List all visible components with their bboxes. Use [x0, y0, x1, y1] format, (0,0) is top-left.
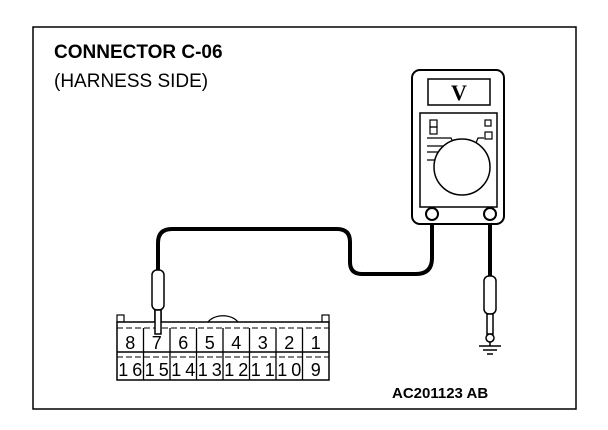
figure-code: AC201123 AB [392, 385, 488, 402]
probe-tip-in-pin-7 [154, 309, 162, 335]
probe-right [483, 275, 497, 343]
pin-4: 4 [231, 333, 241, 353]
meter-display [427, 78, 491, 106]
pin-5: 5 [205, 333, 215, 353]
v-jack [483, 207, 497, 221]
test-lead-wire [156, 218, 434, 276]
pin-9: 9 [311, 360, 321, 380]
subtitle: (HARNESS SIDE) [54, 71, 208, 92]
pin-6: 6 [178, 333, 188, 353]
pin-1: 1 [311, 333, 321, 353]
selector-dial [433, 138, 491, 196]
frame [32, 26, 577, 410]
pin-2: 2 [284, 333, 294, 353]
ground-icon [479, 342, 501, 355]
title: CONNECTOR C-06 [54, 42, 223, 63]
pin-8: 8 [125, 333, 135, 353]
com-jack [425, 207, 439, 221]
pin-7: 7 [152, 333, 162, 353]
pin-3: 3 [258, 333, 268, 353]
meter-display-text: V [451, 80, 467, 105]
voltmeter: V [411, 69, 505, 225]
